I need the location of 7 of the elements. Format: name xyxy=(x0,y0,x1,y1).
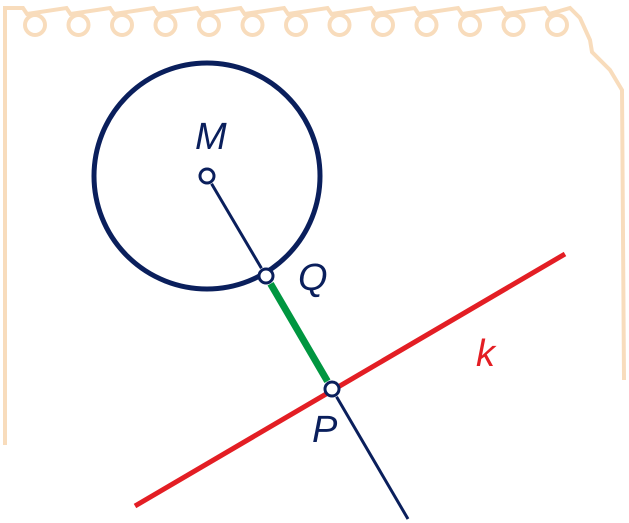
point-label: M xyxy=(195,118,227,156)
line-segment xyxy=(335,396,410,520)
line-segment xyxy=(268,282,330,383)
point-label: Q xyxy=(298,259,328,297)
line-label: k xyxy=(476,335,495,373)
line-segment xyxy=(210,182,263,270)
point-label: P xyxy=(312,411,338,449)
